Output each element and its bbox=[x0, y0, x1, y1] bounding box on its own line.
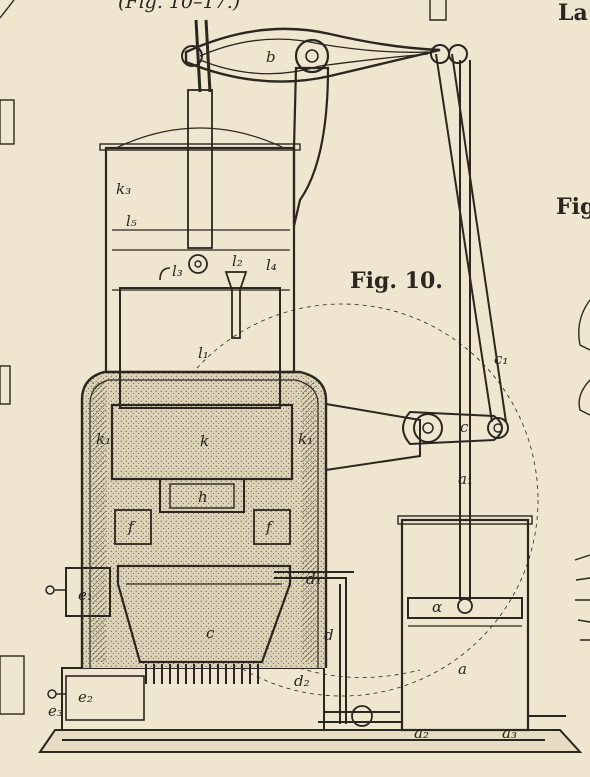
label-l2: l₂ bbox=[232, 252, 243, 270]
fire-door-e1 bbox=[65, 567, 111, 617]
wall-hatch-right bbox=[302, 382, 316, 662]
fire-door-knob bbox=[45, 585, 55, 595]
pipe-d bbox=[274, 571, 566, 724]
right-margin-fragments bbox=[574, 299, 590, 641]
pump-cylinder-a bbox=[400, 518, 530, 732]
beam-pivot-right bbox=[430, 44, 450, 64]
upper-cylinder-k3 bbox=[104, 146, 296, 374]
grate-bars bbox=[145, 664, 259, 684]
boiler-water-jacket bbox=[82, 372, 326, 668]
label-e3: e₃ bbox=[48, 702, 63, 720]
label-a1: a₁ bbox=[458, 470, 473, 488]
valve-l2 bbox=[224, 271, 248, 339]
label-c-crank: c bbox=[460, 418, 469, 436]
label-k1-left: k₁ bbox=[96, 430, 111, 448]
label-d1: d₁ bbox=[306, 570, 322, 588]
left-margin-fragments bbox=[0, 0, 447, 715]
label-k: k bbox=[200, 432, 209, 450]
right-fig-fragment: Fig bbox=[556, 194, 590, 220]
label-e2: e₂ bbox=[78, 688, 93, 706]
label-l3: l₃ bbox=[172, 262, 183, 280]
label-a2: a₂ bbox=[414, 724, 429, 742]
label-l1: l₁ bbox=[198, 344, 209, 362]
flue-left bbox=[114, 509, 152, 545]
ash-door-knob bbox=[47, 689, 57, 699]
wall-hatch-left bbox=[92, 382, 106, 662]
base-plate bbox=[38, 729, 583, 753]
figure-title: Fig. 10. bbox=[350, 268, 443, 294]
pivot-l3 bbox=[188, 254, 208, 274]
label-f-right: f bbox=[265, 518, 274, 536]
label-h: h bbox=[198, 488, 208, 506]
crank-c bbox=[402, 410, 503, 446]
beam-pivot-center bbox=[294, 38, 330, 74]
flue-right bbox=[253, 509, 291, 545]
pipe-valve bbox=[351, 705, 373, 727]
label-a3: a₃ bbox=[502, 724, 517, 742]
label-a: a bbox=[458, 660, 467, 678]
piston-rod bbox=[187, 89, 213, 249]
label-c1: c₁ bbox=[494, 350, 508, 368]
label-f-left: f bbox=[127, 518, 136, 536]
right-edge-text: La bbox=[558, 0, 588, 26]
lower-arc bbox=[204, 609, 421, 678]
firebox-c bbox=[116, 564, 292, 664]
displacer-l1 bbox=[119, 287, 281, 409]
label-b: b bbox=[266, 48, 276, 66]
part-labels: b k₃ l₅ l₃ l₂ l₄ l₁ k k₁ k₁ h f f e₁ c d… bbox=[48, 48, 517, 742]
top-caption: (Fig. 10–17.) bbox=[118, 0, 240, 13]
ash-door bbox=[65, 675, 145, 721]
label-k3: k₃ bbox=[116, 180, 131, 198]
label-e1: e₁ bbox=[78, 586, 93, 604]
frame-column bbox=[292, 66, 330, 227]
working-cylinder-k bbox=[110, 403, 294, 481]
label-l4: l₄ bbox=[266, 256, 277, 274]
pump-piston-alpha bbox=[407, 597, 523, 619]
label-d2: d₂ bbox=[294, 672, 310, 690]
chamber-h bbox=[159, 479, 245, 513]
beam-b bbox=[184, 27, 441, 83]
label-d: d bbox=[324, 626, 334, 644]
bracket bbox=[325, 402, 421, 472]
label-c-furnace: c bbox=[206, 624, 215, 642]
label-l5: l₅ bbox=[126, 212, 137, 230]
label-k1-right: k₁ bbox=[298, 430, 313, 448]
rod-a1 bbox=[459, 60, 471, 600]
label-alpha: α bbox=[432, 598, 442, 616]
construction-circle bbox=[145, 303, 539, 697]
beam-pivot-left bbox=[181, 45, 203, 67]
